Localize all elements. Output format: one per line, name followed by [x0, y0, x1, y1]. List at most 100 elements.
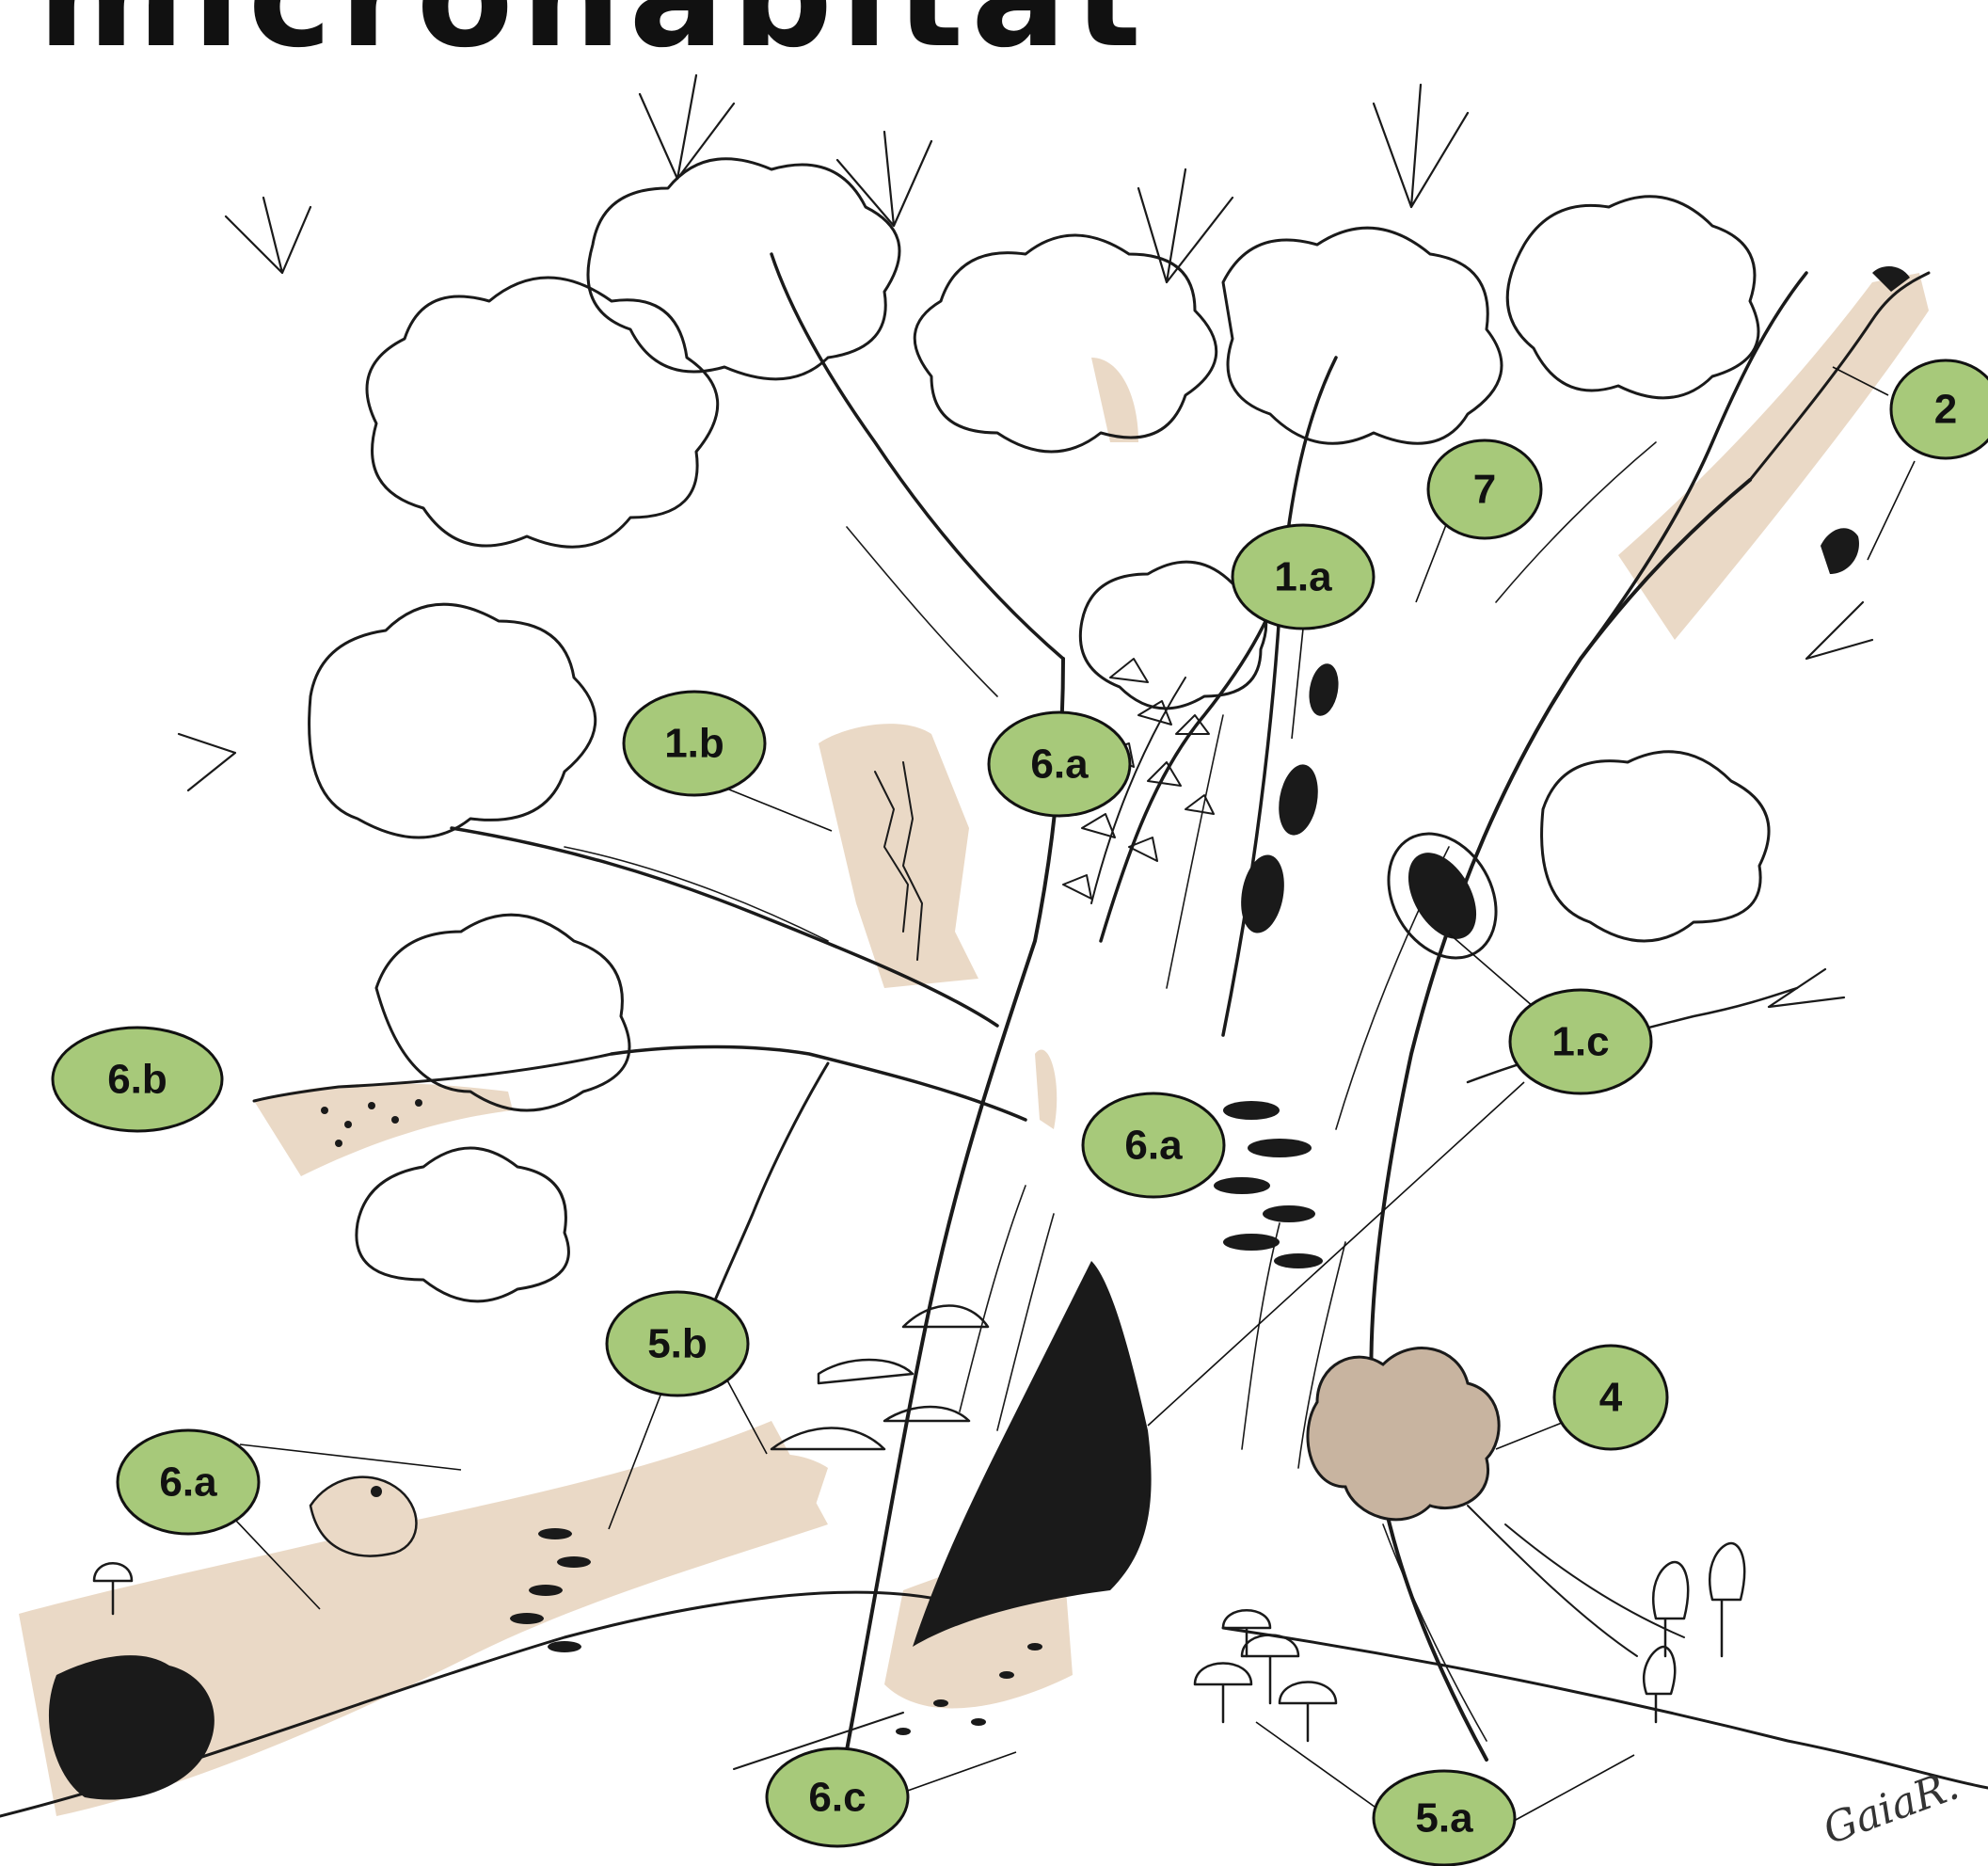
cavity-rim-deadwood [1091, 358, 1138, 442]
leader-1c-a [1449, 933, 1534, 1007]
beetle-hole [368, 1102, 375, 1109]
label-badge-1b: 1.b [624, 692, 765, 795]
bark-texture-3 [1242, 1223, 1280, 1449]
mushroom [1280, 1683, 1336, 1742]
twigs-7 [1806, 602, 1872, 659]
bracket-fungus [884, 1407, 969, 1421]
shelf-fungus [510, 1613, 544, 1624]
artist-signature: GaiaR. [1817, 1762, 1964, 1855]
label-badge-6c: 6.c [767, 1748, 908, 1846]
label-badge-6b: 6.b [53, 1028, 222, 1131]
foliage-cloud-9 [1542, 752, 1769, 941]
label-badge-text: 4 [1599, 1375, 1623, 1421]
debris-speck [971, 1718, 986, 1726]
bracket-fungus [819, 1360, 913, 1383]
label-badge-text: 1.b [664, 721, 724, 767]
beetle-hole [391, 1116, 399, 1124]
debris-speck [1027, 1643, 1042, 1651]
mushroom [1195, 1664, 1251, 1723]
debris-speck [933, 1699, 948, 1707]
moss-blob [1223, 1101, 1280, 1120]
leader-1a [1292, 629, 1303, 739]
label-badge-text: 6.c [808, 1775, 866, 1821]
mushroom [1710, 1543, 1744, 1656]
moss-patch [1214, 1101, 1323, 1268]
broken-branch-hollow [1821, 528, 1859, 574]
twigs-2 [640, 75, 734, 179]
label-badge-2: 2 [1891, 360, 1988, 458]
leader-5a-a [1256, 1722, 1388, 1816]
label-badge-text: 1.a [1274, 554, 1332, 600]
label-badge-text: 2 [1934, 387, 1957, 433]
twigs-4 [1138, 169, 1233, 282]
foliage-cloud-2 [588, 159, 899, 379]
label-badge-text: 6.a [1030, 742, 1089, 788]
burr-growth [1308, 1348, 1499, 1520]
label-badge-6a-mid: 6.a [1083, 1093, 1224, 1197]
twigs-1 [226, 198, 310, 273]
foliage-cloud-1 [367, 278, 718, 547]
trunk-crack-deadwood [1035, 1049, 1057, 1129]
bracket-area-deadwood [724, 1454, 828, 1543]
leader-5a-b [1505, 1755, 1634, 1826]
label-badge-1c: 1.c [1510, 990, 1651, 1093]
woodpecker-hole-1 [1305, 662, 1342, 718]
foliage-cloud-3 [914, 235, 1217, 452]
shelf-fungus [529, 1585, 563, 1596]
dead-limb-deadwood [254, 1083, 513, 1176]
bark-texture-7 [847, 527, 997, 696]
bracket-fungi [771, 1306, 988, 1450]
foliage-cloud-5 [1507, 197, 1758, 398]
label-badge-7: 7 [1428, 440, 1541, 538]
leader-2-b [1868, 461, 1915, 560]
moss-blob [1274, 1253, 1323, 1268]
bark-texture-1 [960, 1186, 1026, 1411]
label-badge-text: 5.a [1415, 1795, 1473, 1842]
leader-1b [720, 786, 832, 831]
twig-group [179, 75, 1872, 1007]
shelf-fungus [557, 1556, 591, 1568]
beetle-hole [415, 1099, 422, 1107]
root-right-1 [1468, 1506, 1637, 1656]
twigs-8 [179, 734, 235, 790]
moss-blob [1263, 1205, 1315, 1222]
leader-6a-low-a [240, 1444, 461, 1470]
log-hollow [49, 1655, 215, 1799]
left-limb-upper [771, 254, 1063, 659]
moss-blob [1223, 1234, 1280, 1251]
bracket-fungus [771, 1428, 884, 1450]
beetle-hole [321, 1107, 328, 1114]
twigs-3 [837, 132, 931, 226]
shelf-fungus [538, 1528, 572, 1539]
broken-branch-deadwood [1618, 273, 1929, 640]
foliage-cloud-6 [310, 604, 596, 837]
label-badge-text: 5.b [647, 1321, 708, 1367]
leader-4 [1496, 1421, 1567, 1449]
label-badge-text: 6.a [159, 1459, 217, 1506]
twigs-5 [1374, 85, 1468, 207]
shelf-fungus [548, 1641, 581, 1652]
log-animal-eye [371, 1486, 382, 1497]
foliage-cloud-4 [1223, 228, 1502, 443]
twigs-6 [1769, 969, 1844, 1007]
beetle-hole [335, 1140, 342, 1147]
basal-cavity [913, 1261, 1152, 1647]
mushroom [1653, 1562, 1688, 1656]
bracket-fungus [903, 1306, 988, 1328]
label-badge-5b: 5.b [607, 1292, 748, 1396]
label-badge-6a-top: 6.a [989, 712, 1130, 816]
label-badge-text: 6.a [1124, 1123, 1183, 1169]
label-badge-5a: 5.a [1374, 1771, 1515, 1865]
woodpecker-hole-2 [1274, 761, 1324, 838]
label-badge-4: 4 [1554, 1346, 1667, 1449]
beetle-hole [344, 1121, 352, 1128]
leader-7 [1416, 518, 1449, 602]
mushroom [1242, 1635, 1298, 1704]
label-badge-text: 1.c [1551, 1019, 1609, 1065]
label-badge-text: 6.b [107, 1057, 167, 1103]
label-badge-6a-low: 6.a [118, 1430, 259, 1534]
left-limb-low [612, 1047, 1026, 1121]
debris-speck [896, 1728, 911, 1735]
